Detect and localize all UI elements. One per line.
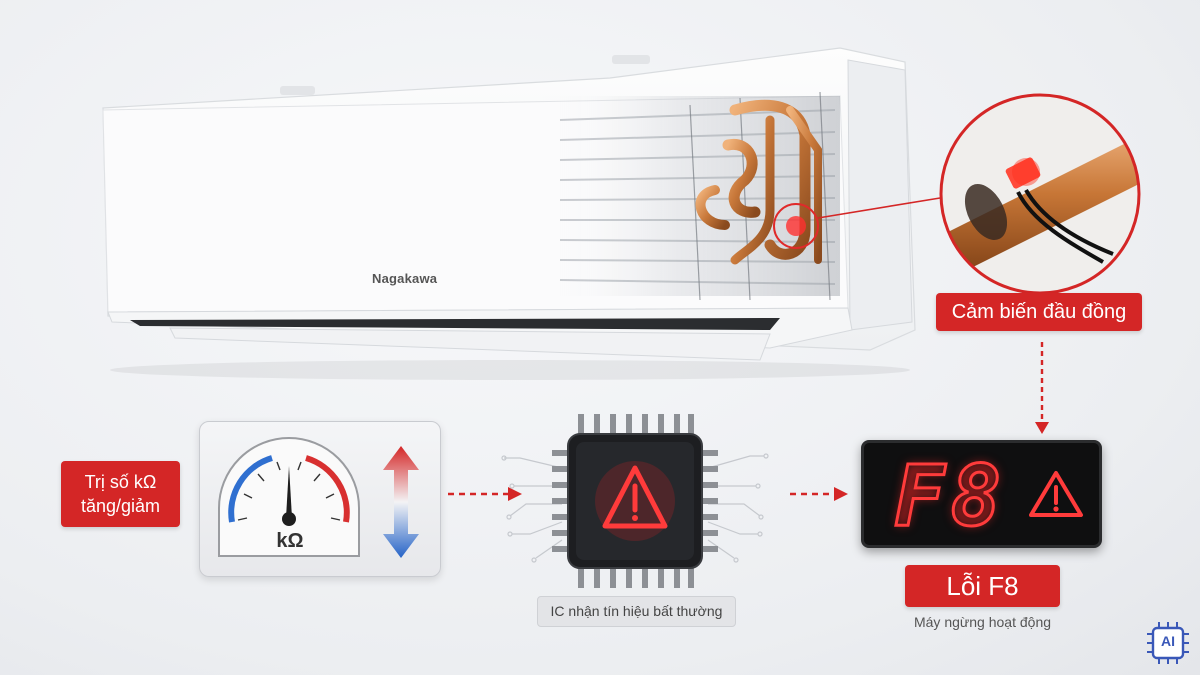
gauge-unit: kΩ bbox=[276, 530, 304, 552]
ai-badge-icon bbox=[1147, 622, 1189, 664]
resistance-label-line1: Trị số kΩ bbox=[84, 472, 157, 492]
error-code-display: F8 bbox=[892, 446, 1008, 547]
arrow-up-down-icon bbox=[383, 446, 419, 558]
dashed-arrow-right-icon bbox=[790, 487, 848, 501]
gauge-panel: kΩ bbox=[199, 421, 441, 577]
gauge-icon bbox=[218, 437, 360, 557]
error-label: Lỗi F8 bbox=[905, 565, 1060, 607]
sensor-label: Cảm biến đầu đồng bbox=[936, 293, 1142, 331]
error-display-panel: F8 bbox=[861, 440, 1102, 548]
ic-caption: IC nhận tín hiệu bất thường bbox=[537, 596, 736, 627]
warning-icon bbox=[1029, 471, 1083, 517]
resistance-label-line2: tăng/giảm bbox=[80, 496, 161, 516]
resistance-change-label: Trị số kΩ tăng/giảm bbox=[61, 461, 180, 527]
chip-icon bbox=[501, 414, 769, 588]
brand-logo: Nagakawa bbox=[372, 271, 438, 286]
sensor-zoom-callout bbox=[939, 93, 1141, 295]
dashed-arrow-down-icon bbox=[1035, 342, 1049, 434]
dashed-arrow-right-icon bbox=[448, 487, 522, 501]
error-subtitle: Máy ngừng hoạt động bbox=[913, 614, 1052, 630]
ai-badge-text: AI bbox=[1161, 633, 1175, 649]
